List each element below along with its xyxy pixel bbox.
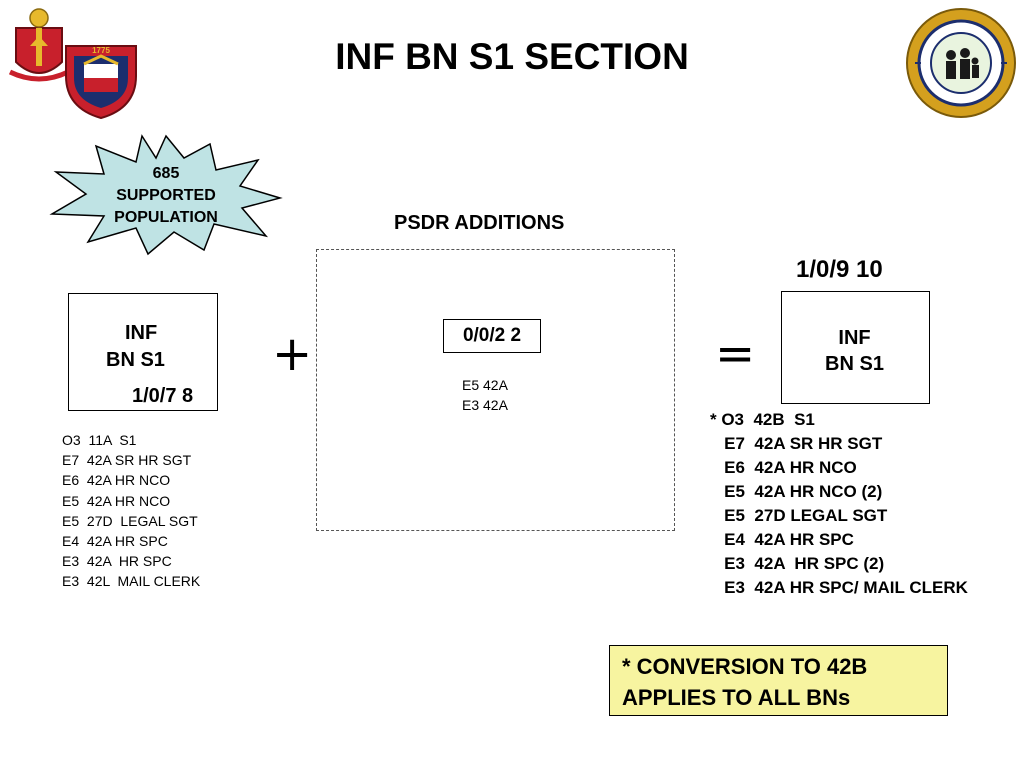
left-inf-bn-s1-box <box>68 293 218 411</box>
list-item: E4 42A HR SPC <box>710 530 854 549</box>
supported-population-starburst <box>49 134 283 256</box>
left-box-line1: INF <box>125 322 158 344</box>
equals-sign: = <box>715 326 756 382</box>
list-item: E3 42A HR SPC/ MAIL CLERK <box>710 578 968 597</box>
list-item: * O3 42B S1 <box>710 410 815 429</box>
right-personnel-list: * O3 42B S1 E7 42A SR HR SGT E6 42A HR N… <box>710 408 968 600</box>
right-inf-bn-s1-box <box>781 291 930 404</box>
list-item: E7 42A SR HR SGT <box>62 452 192 469</box>
list-item: E3 42A HR SPC <box>62 553 172 570</box>
left-box-count: 1/0/7 8 <box>132 385 194 407</box>
left-box-line2: BN S1 <box>106 349 165 371</box>
right-box-text: INF BN S1 <box>825 327 884 375</box>
left-personnel-list: O3 11A S1 E7 42A SR HR SGT E6 42A HR NCO… <box>62 430 200 592</box>
list-item: E5 27D LEGAL SGT <box>62 512 198 529</box>
list-item: E5 42A HR NCO (2) <box>710 482 883 501</box>
list-item: E5 27D LEGAL SGT <box>710 506 888 525</box>
psdr-additions-box <box>316 249 675 531</box>
starburst-text: 685 SUPPORTED POPULATION <box>114 165 218 226</box>
list-item: E5 42A <box>462 377 508 393</box>
psdr-count-box: 0/0/2 2 <box>443 319 541 353</box>
list-item: E5 42A HR NCO <box>62 492 171 509</box>
list-item: E6 42A HR NCO <box>710 458 857 477</box>
list-item: E6 42A HR NCO <box>62 472 171 489</box>
psdr-heading: PSDR ADDITIONS <box>394 212 565 234</box>
defend-and-serve-badge-icon: 1775 <box>65 45 137 120</box>
list-item: E3 42A <box>462 397 508 413</box>
plus-sign: + <box>272 326 313 382</box>
list-item: E4 42A HR SPC <box>62 533 168 550</box>
right-count: 1/0/9 10 <box>796 256 883 283</box>
page-title: INF BN S1 SECTION <box>335 36 689 77</box>
hr-management-seal-icon <box>906 8 1016 118</box>
list-item: E3 42A HR SPC (2) <box>710 554 885 573</box>
svg-text:1775: 1775 <box>92 46 110 55</box>
infantry-crest-icon <box>8 8 70 82</box>
conversion-note: * CONVERSION TO 42B APPLIES TO ALL BNs <box>609 645 948 716</box>
list-item: O3 11A S1 <box>62 432 137 448</box>
list-item: E3 42L MAIL CLERK <box>62 573 201 590</box>
psdr-items: E5 42A E3 42A <box>462 375 508 415</box>
list-item: E7 42A SR HR SGT <box>710 434 883 453</box>
